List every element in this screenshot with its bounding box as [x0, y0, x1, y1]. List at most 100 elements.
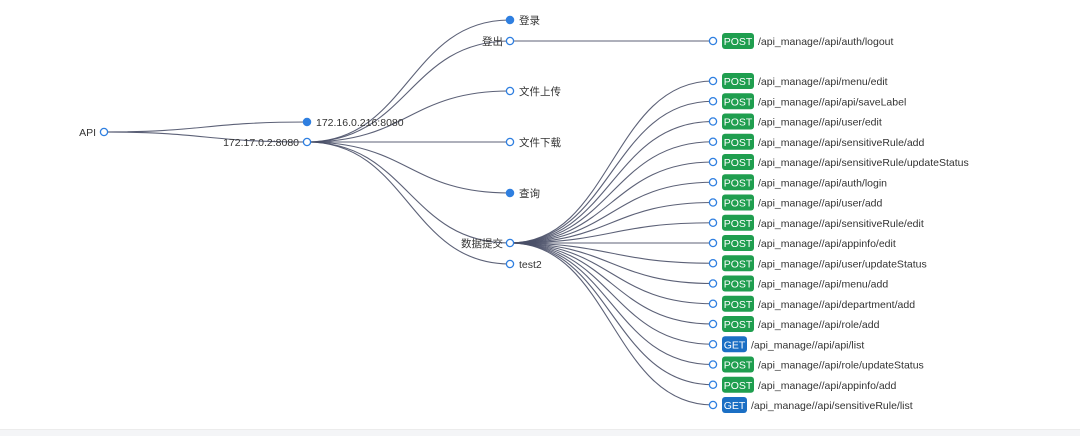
method-badge-post	[722, 214, 754, 231]
endpoint-node-17[interactable]	[708, 380, 718, 389]
endpoint-path-5: /api_manage//api/sensitiveRule/add	[758, 137, 925, 149]
method-badge-text: POST	[724, 218, 753, 230]
edge-group-endpoint-16	[509, 242, 714, 366]
group-node-3[interactable]	[505, 86, 515, 96]
edge-host-group-3	[306, 90, 511, 143]
edge-group-endpoint-6	[509, 161, 714, 244]
endpoint-path-9: /api_manage//api/sensitiveRule/edit	[758, 218, 924, 230]
edge-group-endpoint-2	[509, 80, 714, 244]
host-node-1[interactable]	[302, 117, 312, 127]
endpoint-path-1: /api_manage//api/auth/logout	[758, 36, 894, 48]
group-label-4: 文件下载	[519, 136, 561, 149]
endpoint-path-11: /api_manage//api/user/updateStatus	[758, 258, 927, 270]
endpoint-path-4: /api_manage//api/user/edit	[758, 117, 882, 129]
edge-group-endpoint-11	[509, 242, 714, 264]
endpoint-path-6: /api_manage//api/sensitiveRule/updateSta…	[758, 157, 969, 169]
method-badge-post	[722, 33, 754, 49]
endpoint-path-15: /api_manage//api/api/list	[751, 339, 864, 351]
tree-edges	[103, 19, 714, 406]
group-node-5[interactable]	[505, 188, 515, 198]
group-node-6[interactable]	[505, 238, 515, 248]
endpoint-node-2[interactable]	[708, 76, 718, 86]
method-badge-text: GET	[724, 339, 746, 351]
host-label-1: 172.16.0.216:8080	[316, 117, 404, 129]
endpoint-path-2: /api_manage//api/menu/edit	[758, 76, 888, 88]
method-badge-post	[722, 275, 754, 292]
endpoint-path-14: /api_manage//api/role/add	[758, 319, 880, 331]
group-node-7[interactable]	[505, 259, 515, 269]
method-badge-text: POST	[724, 258, 753, 270]
method-badge-post	[722, 295, 754, 312]
group-label-5: 查询	[519, 187, 540, 200]
group-label-6: 数据提交	[461, 237, 503, 250]
edge-root-host-1	[103, 121, 308, 133]
endpoint-node-4[interactable]	[708, 117, 718, 126]
method-badge-text: POST	[724, 319, 753, 331]
edge-group-endpoint-7	[509, 181, 714, 244]
method-badge-text: GET	[724, 400, 746, 412]
endpoint-path-10: /api_manage//api/appinfo/edit	[758, 238, 896, 250]
edge-host-group-7	[306, 141, 511, 265]
method-badge-text: POST	[724, 177, 753, 189]
endpoint-node-18[interactable]	[708, 400, 718, 410]
method-badge-post	[722, 154, 754, 170]
endpoint-path-7: /api_manage//api/auth/login	[758, 177, 887, 189]
endpoint-node-3[interactable]	[708, 97, 718, 106]
method-badge-text: POST	[724, 76, 753, 88]
root-node[interactable]	[99, 127, 109, 137]
endpoint-node-8[interactable]	[708, 198, 718, 207]
endpoint-node-9[interactable]	[708, 218, 718, 227]
endpoint-node-6[interactable]	[708, 157, 718, 167]
endpoint-node-12[interactable]	[708, 279, 718, 288]
endpoint-node-14[interactable]	[708, 319, 718, 329]
endpoint-path-17: /api_manage//api/appinfo/add	[758, 380, 897, 392]
endpoint-node-11[interactable]	[708, 258, 718, 268]
endpoint-node-7[interactable]	[708, 177, 718, 187]
method-badge-post	[722, 174, 754, 191]
method-badge-text: POST	[724, 117, 753, 129]
edge-group-endpoint-12	[509, 242, 714, 285]
group-node-4[interactable]	[505, 137, 515, 147]
method-badge-text: POST	[724, 299, 753, 311]
edge-group-endpoint-14	[509, 242, 714, 325]
endpoint-path-12: /api_manage//api/menu/add	[758, 279, 888, 291]
endpoint-node-10[interactable]	[708, 238, 718, 248]
method-badge-text: POST	[724, 137, 753, 149]
method-badge-text: POST	[724, 36, 753, 48]
edge-group-endpoint-15	[509, 242, 714, 345]
host-node-2[interactable]	[302, 137, 312, 147]
endpoint-path-13: /api_manage//api/department/add	[758, 299, 915, 311]
method-badge-post	[722, 376, 754, 393]
endpoint-node-16[interactable]	[708, 360, 718, 369]
method-badge-post	[722, 133, 754, 150]
group-node-1[interactable]	[505, 15, 515, 25]
method-badge-text: POST	[724, 380, 753, 392]
endpoint-path-3: /api_manage//api/api/saveLabel	[758, 96, 906, 108]
group-label-7: test2	[519, 259, 542, 271]
edge-host-group-5	[306, 141, 511, 194]
endpoint-node-13[interactable]	[708, 299, 718, 308]
group-label-2: 登出	[482, 35, 503, 48]
edge-group-endpoint-13	[509, 242, 714, 305]
endpoint-node-15[interactable]	[708, 339, 718, 349]
group-node-2[interactable]	[505, 36, 515, 46]
endpoint-node-1[interactable]	[708, 36, 718, 46]
endpoint-node-5[interactable]	[708, 137, 718, 146]
edge-group-endpoint-4	[509, 120, 714, 244]
method-badge-post	[722, 316, 754, 332]
edge-group-endpoint-18	[509, 242, 714, 406]
method-badge-post	[722, 255, 754, 272]
bottom-strip	[0, 429, 1080, 436]
method-badge-text: POST	[724, 238, 753, 250]
method-badge-post	[722, 194, 754, 211]
group-label-3: 文件上传	[519, 85, 561, 98]
root-label: API	[79, 127, 96, 139]
method-badge-post	[722, 93, 754, 110]
method-badge-post	[722, 73, 754, 89]
method-badge-text: POST	[724, 96, 753, 108]
endpoint-path-16: /api_manage//api/role/updateStatus	[758, 360, 924, 372]
edge-group-endpoint-9	[509, 222, 714, 244]
host-label-2: 172.17.0.2:8080	[223, 137, 299, 149]
